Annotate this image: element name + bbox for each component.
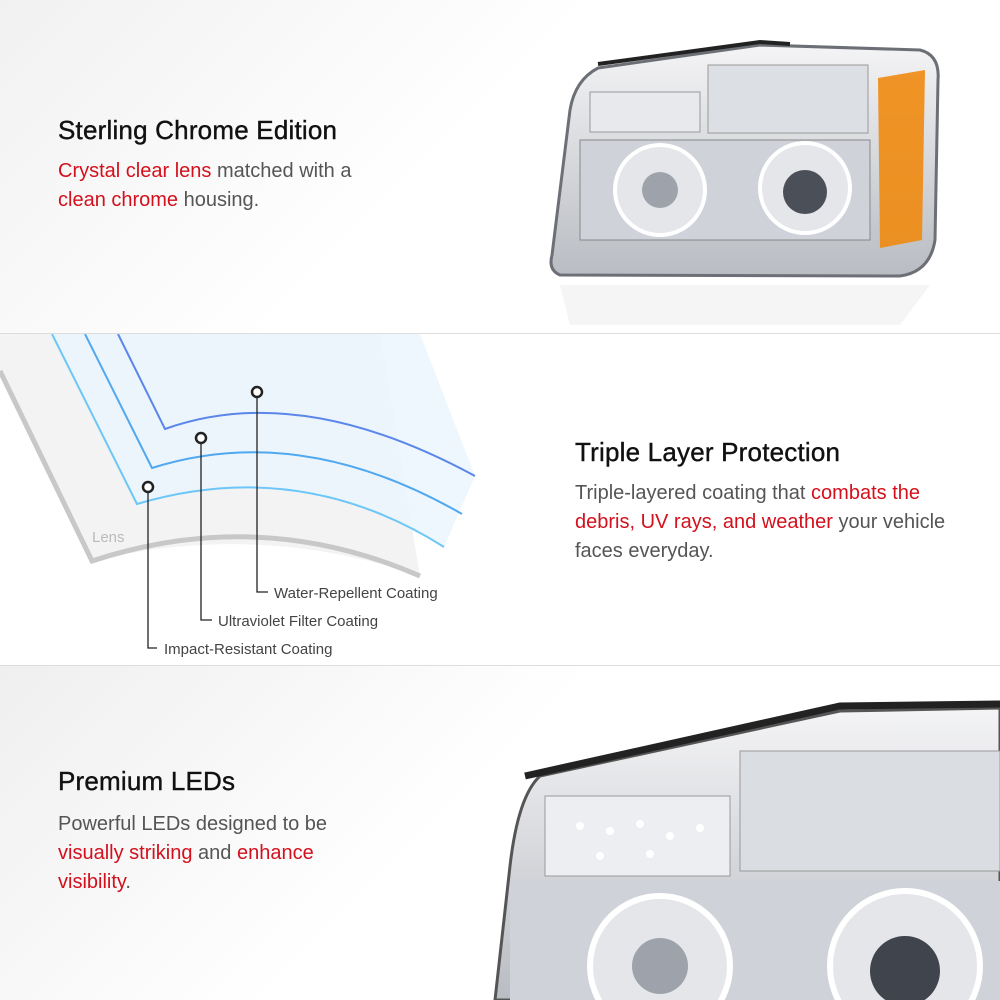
water-repellent-layer [117,334,476,477]
text: and [192,842,237,864]
text: . [125,871,131,893]
section-chrome-edition: Sterling Chrome Edition Crystal clear le… [0,0,1000,333]
text: matched with a [211,160,352,182]
uv-filter-layer [84,334,463,515]
text: Powerful LEDs designed to be [58,813,328,835]
lens-label: Lens [92,529,125,546]
impact-resistant-label: Impact-Resistant Coating [164,641,332,658]
uv-filter-label: Ultraviolet Filter Coating [218,613,378,630]
text: Triple-layered coating that [575,482,812,504]
headlight-closeup-image [493,700,1000,1000]
water-repellent-marker [250,385,264,399]
highlight-text: visually striking [58,842,193,864]
section-description: Triple-layered coating that combats the … [575,479,960,566]
highlight-text: clean chrome [58,189,179,211]
lens-layer-diagram: Lens Water-Repellent Coating Ultraviolet… [0,334,476,658]
headlight-image [549,39,940,325]
water-repellent-label: Water-Repellent Coating [274,585,438,602]
section-premium-leds: Premium LEDs Powerful LEDs designed to b… [0,666,1000,1000]
section-title: Triple Layer Protection [575,437,841,467]
uv-filter-marker [194,431,208,445]
section-description: Powerful LEDs designed to be visually st… [58,810,368,897]
text: your vehicle faces everyday. [575,511,946,562]
section-triple-layer: Lens Water-Repellent Coating Ultraviolet… [0,333,1000,666]
section-title: Sterling Chrome Edition [58,115,338,145]
text: housing. [178,189,260,211]
impact-resistant-layer [51,334,445,548]
highlight-text: Crystal clear lens [58,160,212,182]
section-description: Crystal clear lens matched with a clean … [58,157,398,215]
impact-resistant-marker [141,480,155,494]
highlight-text: combats the debris, UV rays, and weather [575,482,920,533]
highlight-text: enhance visibility [58,842,314,893]
section-title: Premium LEDs [58,766,236,796]
lens-edge [0,369,422,579]
